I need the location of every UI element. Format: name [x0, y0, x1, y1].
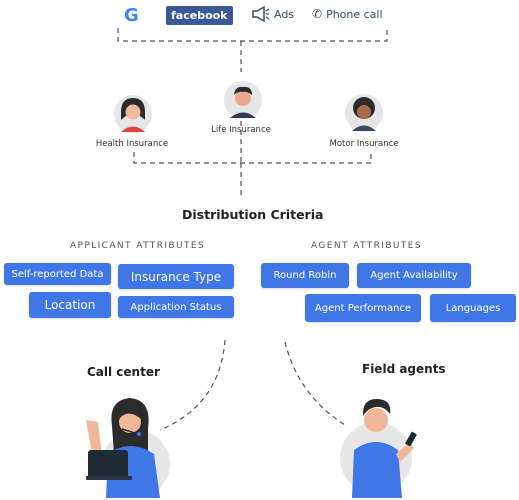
person-label-motor: Motor Insurance — [329, 139, 399, 149]
applicant-attributes-heading: APPLICANT ATTRIBUTES — [70, 241, 206, 251]
field-agents-label: Field agents — [362, 362, 446, 376]
chip-self-reported-data: Self-reported Data — [4, 263, 111, 285]
avatar-motor — [345, 94, 383, 132]
avatar-health — [114, 95, 152, 133]
source-phone: ✆ Phone call — [312, 7, 383, 21]
google-icon: G — [124, 5, 139, 26]
chip-agent-availability: Agent Availability — [357, 263, 471, 288]
facebook-logo: facebook — [166, 6, 233, 25]
source-google: G — [124, 5, 139, 26]
ads-label: Ads — [274, 7, 295, 21]
megaphone-icon — [252, 6, 270, 22]
chip-agent-performance: Agent Performance — [305, 294, 421, 322]
person-label-health: Health Insurance — [95, 139, 169, 149]
field-agent-illustration — [340, 398, 417, 498]
chip-location: Location — [29, 292, 111, 318]
phone-icon: ✆ — [312, 7, 323, 21]
chip-application-status: Application Status — [118, 296, 234, 318]
source-ads: Ads — [252, 6, 294, 22]
person-label-life: Life Insurance — [211, 125, 271, 135]
call-center-label: Call center — [87, 365, 160, 379]
distribution-title: Distribution Criteria — [182, 207, 324, 222]
chip-round-robin: Round Robin — [261, 263, 349, 288]
avatar-life — [224, 81, 262, 119]
chip-insurance-type: Insurance Type — [118, 264, 234, 289]
call-center-agent-illustration — [86, 398, 170, 498]
chip-languages: Languages — [430, 294, 516, 322]
phone-label: Phone call — [326, 7, 383, 21]
agent-attributes-heading: AGENT ATTRIBUTES — [311, 241, 423, 251]
